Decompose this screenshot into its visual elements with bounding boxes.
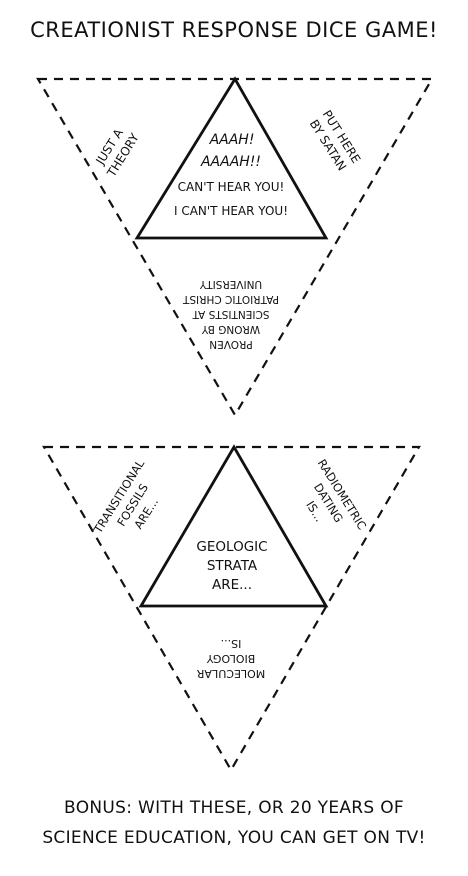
- die2-left-face: TRANSITIONAL FOSSILS ARE...: [90, 457, 161, 537]
- die1-bottom-line-1: PROVEN: [209, 338, 252, 350]
- die2-inner-triangle: [138, 444, 329, 608]
- die1-bottom-line-2: WRONG BY: [201, 323, 260, 335]
- die1-center-face: AAAH! AAAAH!! CAN'T HEAR YOU! I CAN'T HE…: [174, 132, 288, 218]
- die2-right-face: RADIOMETRIC DATING IS...: [303, 457, 369, 533]
- bonus-line-1: BONUS: WITH THESE, OR 20 YEARS OF: [64, 798, 404, 818]
- die-net-1: JUST A THEORY PUT HERE BY SATAN AAAH! AA…: [36, 76, 434, 418]
- bonus-caption: BONUS: WITH THESE, OR 20 YEARS OF SCIENC…: [0, 793, 468, 853]
- die2-bottom-face: MOLECULAR BIOLOGY IS...: [196, 637, 265, 680]
- die1-inner-triangle: [134, 76, 329, 240]
- die-net-2: TRANSITIONAL FOSSILS ARE... RADIOMETRIC …: [42, 444, 421, 773]
- die2-center-line-1: GEOLOGIC: [196, 539, 267, 555]
- die2-outer-triangle: [42, 445, 421, 773]
- die1-bottom-face: PROVEN WRONG BY SCIENTISTS AT PATRIOTIC …: [182, 278, 279, 350]
- die1-bottom-line-3: SCIENTISTS AT: [192, 308, 270, 320]
- die2-bottom-line-3: IS...: [221, 637, 242, 650]
- die2-center-face: GEOLOGIC STRATA ARE...: [196, 539, 267, 593]
- bonus-line-2: SCIENCE EDUCATION, YOU CAN GET ON TV!: [42, 828, 426, 848]
- die2-center-line-3: ARE...: [212, 577, 252, 593]
- comic-title: CREATIONIST RESPONSE DICE GAME!: [30, 18, 438, 42]
- die1-center-line-2: AAAAH!!: [200, 154, 261, 170]
- die2-bottom-line-2: BIOLOGY: [206, 652, 255, 665]
- die2-bottom-line-1: MOLECULAR: [196, 667, 265, 680]
- die1-center-line-1: AAAH!: [209, 132, 255, 148]
- die1-bottom-line-5: UNIVERSITY: [199, 278, 262, 290]
- die1-center-line-3: CAN'T HEAR YOU!: [178, 180, 285, 194]
- die1-bottom-line-4: PATRIOTIC CHRIST: [182, 293, 279, 305]
- die2-center-line-2: STRATA: [207, 558, 258, 574]
- die1-center-line-4: I CAN'T HEAR YOU!: [174, 204, 288, 218]
